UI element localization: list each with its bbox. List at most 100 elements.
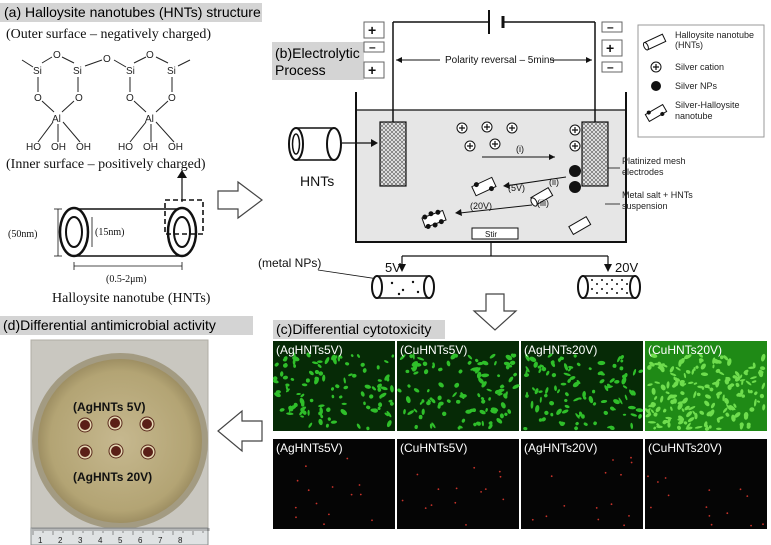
panel-b: (b)Electrolytic Process Polarity reversa… (258, 10, 693, 299)
panel-c-header-bg (273, 320, 445, 339)
panel-c-title: (c)Differential cytotoxicity (276, 321, 431, 337)
panel-b-header-bg (272, 42, 364, 80)
step-iii-arrowhead (455, 209, 462, 216)
step-iii-label: (iii) (537, 198, 549, 208)
atom-o: O (168, 93, 176, 104)
plus-sign: + (368, 22, 376, 38)
zoom-arrow-head (177, 170, 187, 178)
legend: Halloysite nanotube (HNTs) Silver cation… (637, 24, 765, 138)
plus-sign: + (606, 40, 614, 56)
electrodes-label-1: Platinized mesh (622, 156, 686, 166)
step-iii-arrow (459, 204, 533, 214)
v20-label: 20V (615, 260, 638, 275)
ruler-number: 4 (98, 536, 103, 545)
flow-arrow-a-to-b (217, 180, 263, 220)
dead-cell-micrograph: (AgHNTs5V) (273, 439, 395, 529)
atom-o: O (103, 54, 111, 65)
metal-nps-label: (metal NPs) (258, 256, 321, 270)
right-polarity-signs: – + – (601, 20, 623, 74)
step-i-label: (i) (516, 144, 524, 154)
petri-dish-agar (38, 359, 202, 523)
dead-cell-micrograph: (CuHNTs5V) (397, 439, 519, 529)
polarity-arrow-right (586, 57, 592, 63)
plate-label-20v: (AgHNTs 20V) (73, 470, 152, 484)
micrograph-label: (AgHNTs5V) (276, 441, 343, 455)
silver-hnt-icon (644, 103, 668, 123)
step-ii-arrowhead (503, 182, 510, 189)
hnt-in-solution (530, 186, 554, 207)
atom-o: O (146, 50, 154, 61)
atom-oh: OH (51, 142, 66, 153)
silver-hnt-5v (471, 176, 497, 197)
live-cell-micrograph: (CuHNTs5V) (397, 341, 520, 431)
micrograph-label: (CuHNTs5V) (400, 343, 467, 357)
ruler-number: 2 (58, 536, 63, 545)
atom-o: O (75, 93, 83, 104)
atom-ho: HO (118, 142, 133, 153)
silver-np (569, 165, 581, 177)
minus-sign: – (369, 40, 376, 54)
dim-lumen-label: (15nm) (95, 227, 124, 238)
atom-al: Al (145, 114, 154, 125)
hnt-structure-right-ring (113, 56, 191, 143)
right-electrode (581, 121, 609, 187)
panel-a-title: (a) Halloysite nanotubes (HNTs) structur… (4, 4, 261, 20)
atom-oh: OH (76, 142, 91, 153)
hnt-structure-left-ring (21, 56, 103, 143)
atom-o: O (34, 93, 42, 104)
live-cell-micrograph: (AgHNTs20V) (521, 341, 644, 431)
suspension-label-1: Metal salt + HNTs (622, 190, 693, 200)
atom-oh: OH (143, 142, 158, 153)
legend-silver-hnt-label-2: nanotube (675, 111, 713, 121)
step-ii-arrow (504, 176, 567, 187)
product-tube-20v (577, 275, 641, 299)
atom-oh: OH (168, 142, 183, 153)
flow-arrow-c-to-d (217, 409, 263, 453)
dead-cell-micrograph: (AgHNTs20V) (521, 439, 643, 529)
hnts-label: HNTs (300, 173, 334, 189)
inner-surface-label: (Inner surface – positively charged) (6, 157, 206, 172)
plate-label-5v: (AgHNTs 5V) (73, 400, 145, 414)
silver-hnt-20v (421, 209, 447, 229)
legend-silver-hnt-label-1: Silver-Halloysite (675, 100, 740, 110)
hnt-caption: Halloysite nanotube (HNTs) (52, 291, 211, 306)
v5-label: 5V (385, 260, 401, 275)
panel-d: (d)Differential antimicrobial activity (… (0, 316, 253, 545)
micrograph-label: (AgHNTs5V) (276, 343, 343, 357)
arrow-to-20v (604, 264, 612, 272)
step-i-arrowhead (549, 154, 555, 160)
atom-al: Al (52, 114, 61, 125)
micrograph-label: (AgHNTs20V) (524, 343, 597, 357)
hnt-tube-icon (642, 33, 667, 51)
minus-sign: – (607, 60, 614, 74)
arrow-to-5v (398, 264, 406, 272)
polarity-label: Polarity reversal – 5mins (445, 55, 554, 66)
suspension-label-2: suspension (622, 201, 668, 211)
micrograph-label: (CuHNTs20V) (648, 343, 722, 357)
inhibition-wells-20v (77, 443, 156, 460)
stir-bar (471, 227, 519, 240)
panel-a-header-bg (0, 3, 262, 22)
live-cell-micrograph: (CuHNTs20V) (644, 341, 767, 431)
atom-si: Si (126, 66, 135, 77)
ruler-number: 8 (178, 536, 183, 545)
atom-si: Si (167, 66, 176, 77)
micrograph-label: (CuHNTs5V) (400, 441, 467, 455)
v5-inner-label: (5V) (508, 183, 525, 193)
inhibition-wells-5v (77, 415, 155, 433)
ruler-number: 7 (158, 536, 163, 545)
minus-sign: – (607, 20, 614, 34)
panel-b-title-line1: (b)Electrolytic (275, 45, 360, 61)
atom-si: Si (73, 66, 82, 77)
zoom-box (164, 199, 204, 235)
legend-hnt-label-1: Halloysite nanotube (675, 30, 754, 40)
legend-box (637, 24, 765, 138)
dim-length-label: (0.5-2μm) (106, 274, 147, 285)
legend-np-label: Silver NPs (675, 81, 718, 91)
stir-label: Stir (485, 230, 497, 239)
micrograph-label: (AgHNTs20V) (524, 441, 597, 455)
plus-sign: + (368, 62, 376, 78)
panel-d-title: (d)Differential antimicrobial activity (3, 317, 216, 333)
